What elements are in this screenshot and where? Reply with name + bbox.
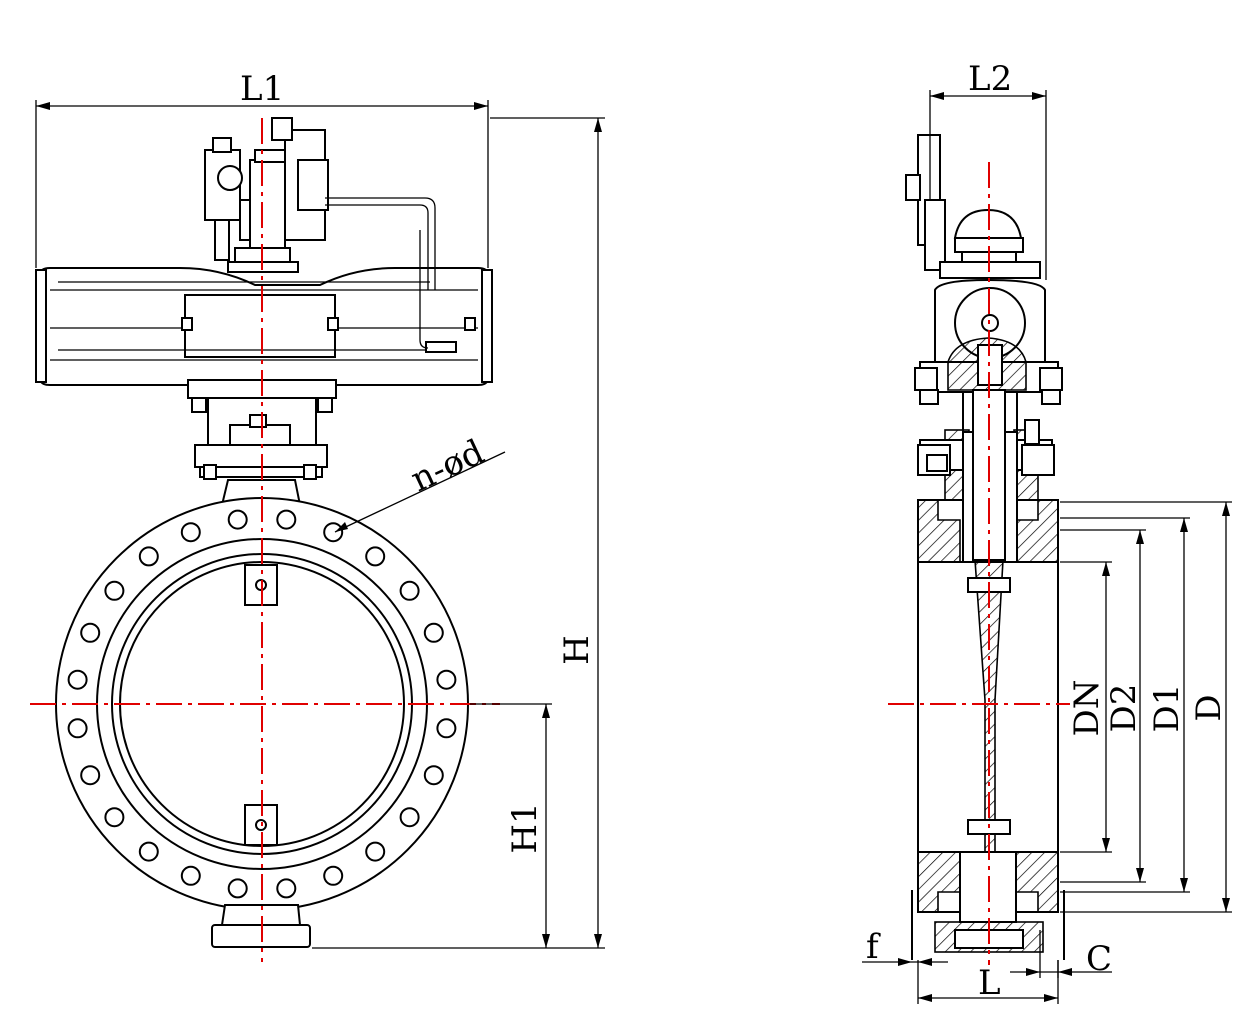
bolt-hole bbox=[138, 546, 159, 567]
bolt-hole bbox=[399, 807, 420, 828]
bolt-hole bbox=[104, 807, 125, 828]
side-dimensions bbox=[862, 90, 1232, 1004]
actuator-accessories bbox=[204, 117, 436, 349]
bolt-hole bbox=[227, 878, 248, 899]
label-h: H bbox=[557, 635, 597, 665]
label-l: L bbox=[978, 963, 1001, 1003]
label-l2: L2 bbox=[968, 59, 1012, 99]
label-f: f bbox=[866, 927, 881, 967]
bolt-hole bbox=[365, 841, 386, 862]
bolt-hole bbox=[276, 509, 297, 530]
label-d1: D1 bbox=[1147, 684, 1187, 733]
front-view: L1 H H1 n-ød bbox=[30, 69, 605, 962]
bolt-holes bbox=[67, 509, 457, 899]
bolt-hole bbox=[365, 546, 386, 567]
bolt-hole bbox=[423, 622, 444, 643]
side-view: L2 DN D2 D1 D L C f bbox=[862, 59, 1232, 1004]
front-dimensions bbox=[35, 100, 605, 949]
bolt-hole bbox=[227, 509, 248, 530]
label-l1: L1 bbox=[240, 69, 284, 109]
bolt-hole bbox=[436, 718, 457, 739]
bolt-hole bbox=[80, 622, 101, 643]
bolt-hole bbox=[276, 878, 297, 899]
bolt-hole bbox=[423, 765, 444, 786]
bolt-hole bbox=[67, 669, 88, 690]
label-dn: DN bbox=[1067, 679, 1107, 736]
label-c: C bbox=[1086, 939, 1112, 979]
bolt-hole bbox=[138, 841, 159, 862]
bolt-hole bbox=[323, 522, 344, 543]
bolt-hole bbox=[80, 765, 101, 786]
label-d2: D2 bbox=[1104, 684, 1144, 733]
label-h1: H1 bbox=[505, 802, 545, 853]
pneumatic-actuator bbox=[35, 267, 493, 386]
bolt-hole bbox=[323, 865, 344, 886]
bolt-hole bbox=[399, 580, 420, 601]
bolt-hole bbox=[104, 580, 125, 601]
bolt-hole bbox=[180, 865, 201, 886]
bolt-hole bbox=[436, 669, 457, 690]
label-bolt-holes: n-ød bbox=[405, 432, 490, 500]
bolt-hole bbox=[67, 718, 88, 739]
label-d: D bbox=[1189, 694, 1229, 721]
bolt-hole bbox=[180, 522, 201, 543]
